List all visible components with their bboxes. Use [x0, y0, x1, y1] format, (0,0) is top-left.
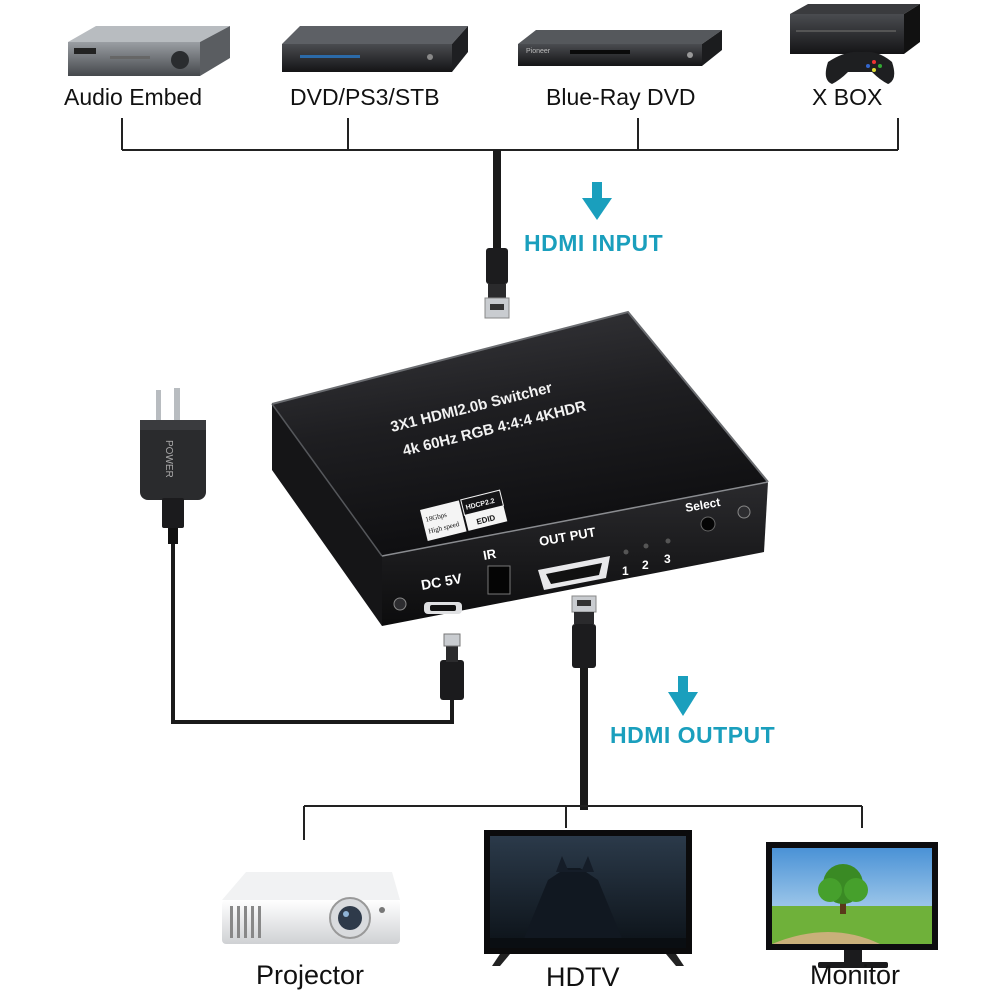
led-1 — [623, 549, 629, 555]
power-adapter-icon: POWER — [140, 388, 206, 544]
power-cable — [171, 544, 454, 724]
led-3 — [665, 538, 671, 544]
output-bracket-lines — [303, 805, 863, 840]
display-label-monitor: Monitor — [810, 960, 901, 990]
screw-left-icon — [393, 597, 407, 611]
source-label-blue-ray-dvd: Blue-Ray DVD — [546, 84, 696, 110]
hdcp-badge — [460, 489, 505, 516]
input-bracket-lines — [121, 118, 899, 151]
ir-port — [487, 565, 511, 595]
pioneer-brand-text: Pioneer — [526, 48, 551, 55]
hdtv-device-icon — [484, 830, 692, 966]
select-label: Select — [684, 495, 721, 515]
micro-usb-plug-icon — [440, 633, 464, 700]
led-2 — [643, 543, 649, 549]
blue-ray-dvd-device-icon: Pioneer — [518, 30, 722, 66]
source-label-audio-embed: Audio Embed — [64, 84, 203, 110]
hdmi-input-label: HDMI INPUT — [524, 230, 664, 256]
select-button[interactable] — [700, 516, 716, 532]
source-label-dvd-ps3-stb: DVD/PS3/STB — [290, 84, 440, 110]
xbox-device-icon — [790, 4, 920, 84]
hdmi-output-cable — [571, 595, 597, 810]
display-label-hdtv: HDTV — [546, 962, 620, 992]
monitor-device-icon — [766, 842, 938, 968]
screw-right-icon — [737, 505, 751, 519]
output-arrow-icon — [668, 676, 698, 716]
speed-badge — [420, 500, 467, 542]
edid-badge — [464, 505, 508, 531]
led-number-3: 3 — [664, 552, 671, 566]
input-arrow-icon — [582, 182, 612, 220]
projector-device-icon — [222, 872, 400, 944]
hdmi-switcher-device — [271, 310, 769, 626]
hdmi-input-cable — [484, 150, 510, 319]
source-label-xbox: X BOX — [812, 84, 883, 110]
audio-embed-device-icon — [68, 26, 230, 76]
led-number-2: 2 — [642, 558, 649, 572]
dvd-player-device-icon — [282, 26, 468, 72]
display-label-projector: Projector — [256, 960, 365, 990]
ir-label: IR — [482, 546, 498, 563]
hdmi-output-label: HDMI OUTPUT — [610, 722, 776, 748]
dc-5v-label: DC 5V — [420, 570, 464, 593]
led-number-1: 1 — [622, 564, 629, 578]
power-adapter-label: POWER — [163, 440, 174, 478]
